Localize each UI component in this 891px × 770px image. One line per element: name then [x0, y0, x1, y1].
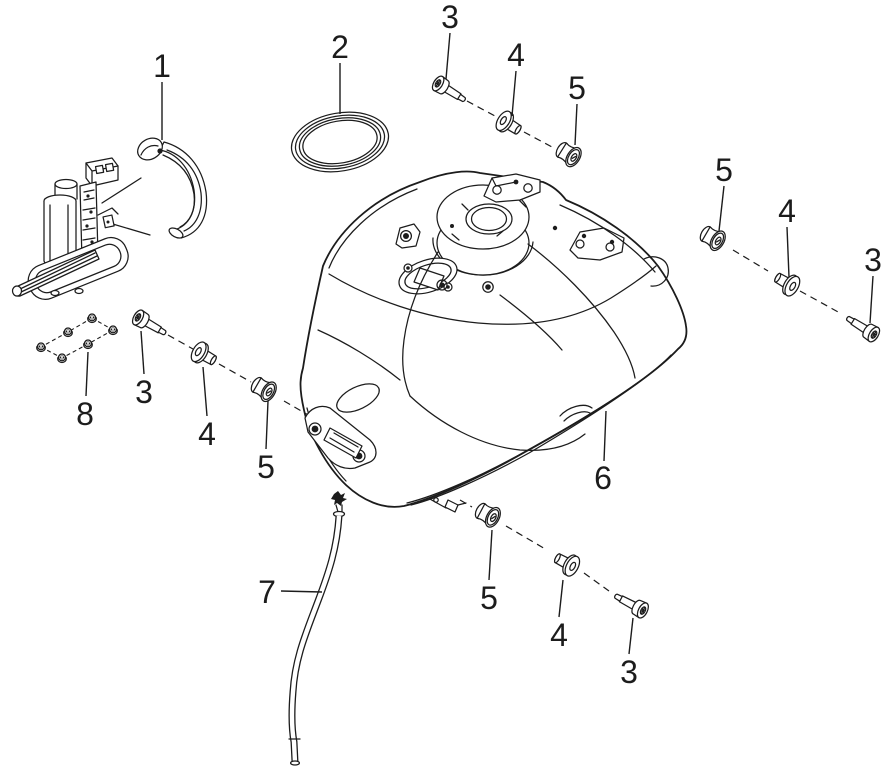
callout-labels: 1 2 3 4 5 5 4 3 3 4 5 8 6 5 4 3 7 — [76, 0, 882, 690]
bolt-drawing-bottom — [610, 587, 652, 621]
spacer-drawing-bottom — [550, 547, 584, 580]
grommet-drawing-left — [247, 372, 280, 405]
dashed-axis-lines — [167, 100, 841, 592]
spacer-drawing-right — [770, 266, 804, 300]
grommet-drawing-right — [696, 221, 729, 254]
leader-lines — [85, 32, 874, 655]
bolt-drawing-right — [842, 310, 883, 345]
drain-hose-drawing — [288, 491, 347, 766]
callout-8-screws: 8 — [76, 396, 94, 432]
callout-4-left: 4 — [198, 416, 216, 452]
callout-5-bottom: 5 — [480, 580, 498, 616]
fuel-pump-assembly-drawing — [11, 137, 208, 300]
grommet-drawing-bottom — [471, 498, 504, 531]
callout-4-bottom: 4 — [550, 617, 568, 653]
callout-3-top: 3 — [441, 0, 459, 35]
callout-5-top: 5 — [568, 70, 586, 106]
callout-7-hose: 7 — [258, 574, 276, 610]
callout-3-right: 3 — [864, 242, 882, 278]
fuel-tank-drawing — [299, 170, 688, 513]
callout-6-tank: 6 — [594, 460, 612, 496]
callout-4-right: 4 — [778, 193, 796, 229]
callout-3-bottom: 3 — [620, 654, 638, 690]
o-ring-drawing — [290, 111, 390, 173]
callout-2-oring: 2 — [331, 29, 349, 65]
callout-5-right: 5 — [715, 152, 733, 188]
callout-5-left: 5 — [257, 449, 275, 485]
callout-4-top: 4 — [507, 37, 525, 73]
spacer-drawing-top — [492, 107, 526, 141]
bolt-drawing-top — [429, 73, 470, 108]
spacer-drawing-left — [187, 338, 221, 372]
grommet-drawing-top — [551, 137, 585, 171]
callout-3-left: 3 — [135, 374, 153, 410]
screw-set-drawing — [36, 313, 118, 364]
bolt-drawing-left — [129, 307, 171, 341]
callout-1-pump: 1 — [153, 48, 171, 84]
